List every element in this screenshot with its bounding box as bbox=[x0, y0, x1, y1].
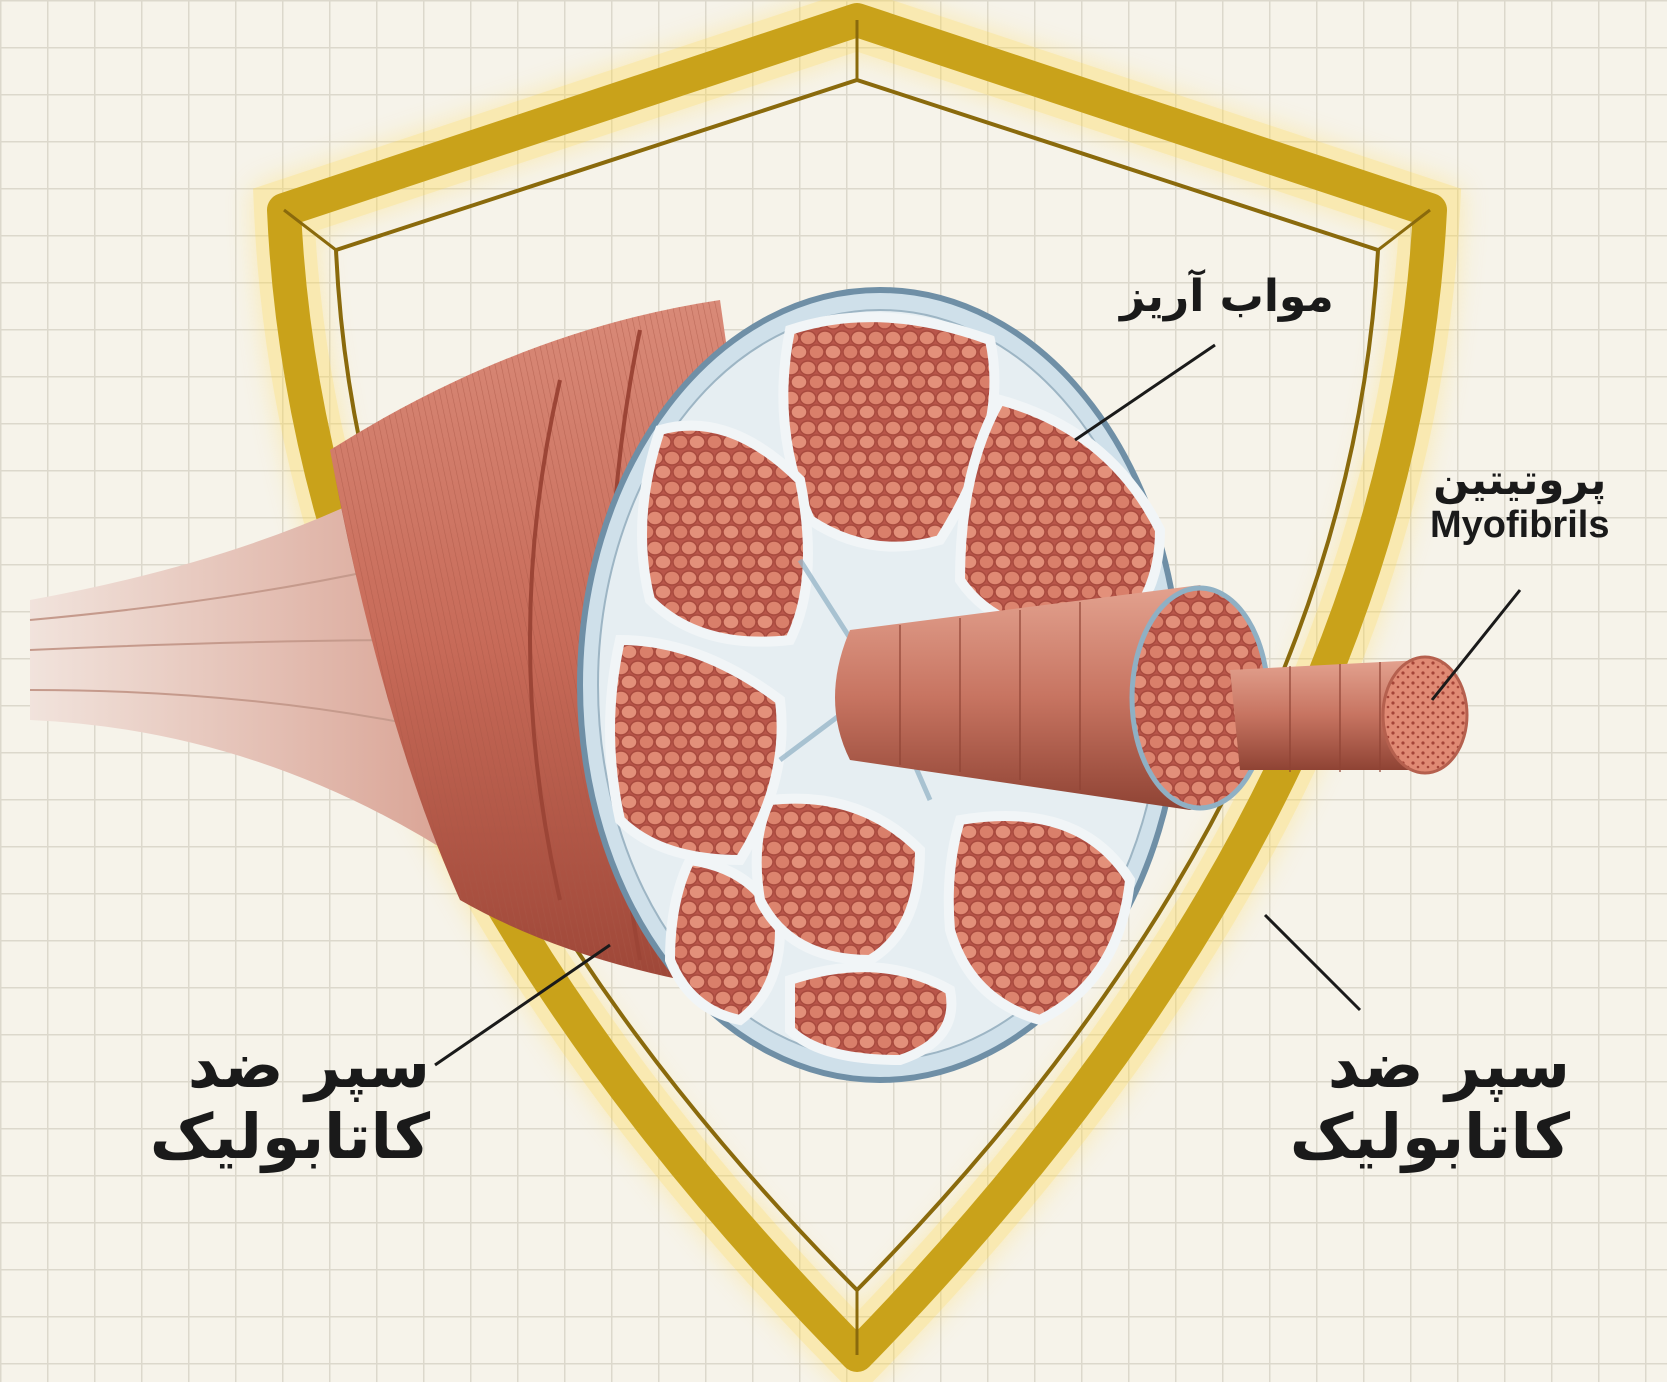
label-protein-fa: پروتیتین bbox=[1430, 456, 1609, 504]
label-adhesion: مواب آریز bbox=[1120, 272, 1334, 323]
label-shield-right-line1: سپر ضد bbox=[1270, 1030, 1570, 1101]
leader-line-adhesion bbox=[1075, 345, 1215, 440]
label-shield-left-line2: کاتابولیک bbox=[140, 1101, 430, 1172]
fascicle-bottom bbox=[790, 967, 951, 1060]
label-shield-right: سپر ضد کاتابولیک bbox=[1270, 1030, 1570, 1173]
fascicle-top-left bbox=[642, 426, 808, 642]
label-protein-en: Myofibrils bbox=[1430, 504, 1609, 548]
label-protein-group: پروتیتین Myofibrils bbox=[1430, 456, 1609, 548]
leader-line-shield-right bbox=[1265, 915, 1360, 1010]
label-shield-left-line1: سپر ضد bbox=[140, 1030, 430, 1101]
label-shield-right-line2: کاتابولیک bbox=[1270, 1101, 1570, 1172]
leader-line-protein bbox=[1432, 590, 1520, 700]
label-shield-left: سپر ضد کاتابولیک bbox=[140, 1030, 430, 1173]
